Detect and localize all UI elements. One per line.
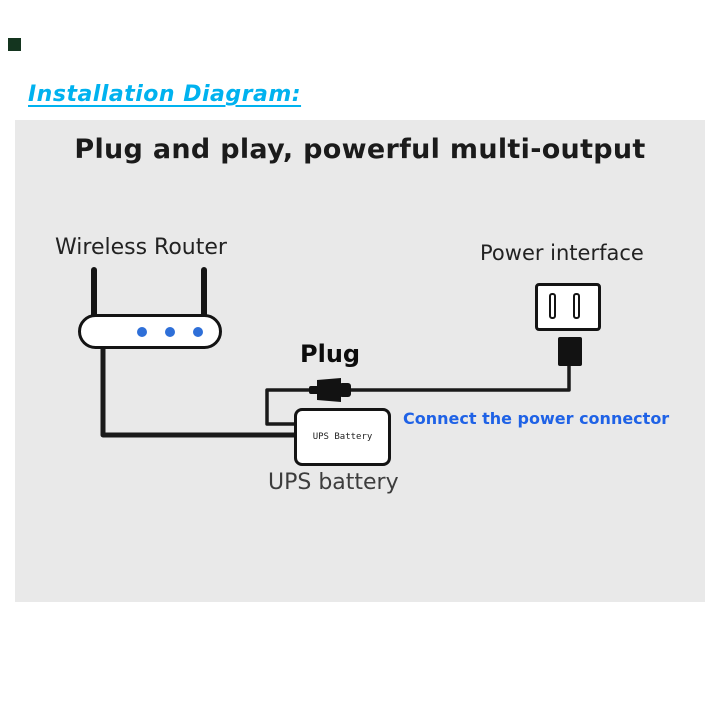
router-led xyxy=(137,327,147,337)
ups-battery-box: UPS Battery xyxy=(294,408,391,466)
ups-battery-label: UPS battery xyxy=(268,470,399,495)
router-body xyxy=(78,314,222,349)
corner-marker xyxy=(8,38,21,51)
router-antenna-left xyxy=(91,267,97,319)
page-title: Installation Diagram: xyxy=(28,82,302,107)
router-wire xyxy=(100,348,296,438)
wiring-lines xyxy=(100,348,571,438)
power-adapter-plug xyxy=(558,337,582,366)
power-wire xyxy=(265,363,571,426)
plug-icon xyxy=(309,378,351,402)
router-antenna-right xyxy=(201,267,207,319)
router-led xyxy=(193,327,203,337)
connect-note: Connect the power connector xyxy=(403,409,670,428)
wireless-router-label: Wireless Router xyxy=(55,235,227,260)
ups-battery-box-label: UPS Battery xyxy=(312,432,373,442)
router-led xyxy=(165,327,175,337)
panel-title: Plug and play, powerful multi-output xyxy=(74,134,646,165)
diagram-panel: Plug and play, powerful multi-output Wir… xyxy=(15,120,705,602)
power-outlet xyxy=(535,283,601,331)
plug-label: Plug xyxy=(300,340,361,368)
outlet-slot-left xyxy=(549,293,556,319)
outlet-slot-right xyxy=(573,293,580,319)
power-interface-label: Power interface xyxy=(480,241,644,265)
